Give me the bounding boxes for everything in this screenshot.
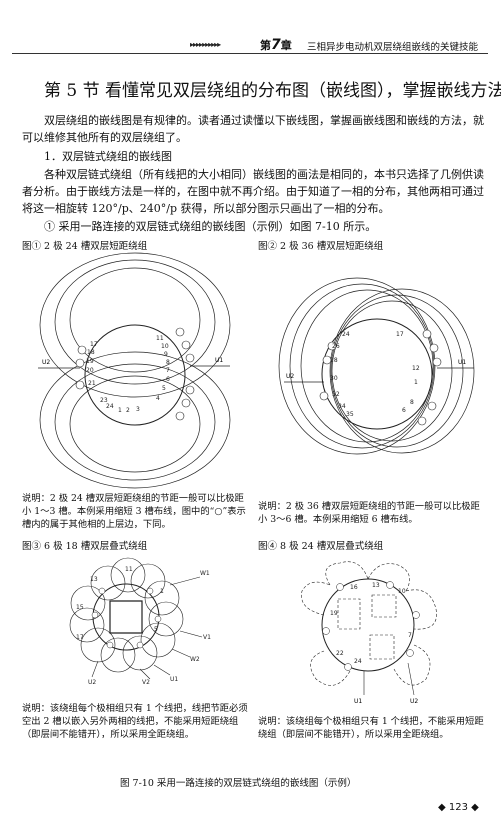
running-header-title: 三相异步电动机双层绕组嵌线的关键技能: [307, 42, 479, 53]
fig3-slot-label: 17: [76, 634, 84, 641]
fig1-slot-label: 5: [162, 385, 166, 392]
fig1-slot-label: 10: [161, 343, 169, 350]
fig2-slot-label: 34: [338, 403, 346, 410]
figure-2-label: 图② 2 极 36 槽双层短距绕组: [258, 241, 384, 252]
fig3-lead-label: U1: [170, 676, 178, 683]
chapter-number: 7: [271, 37, 281, 53]
fig3-slot-label: 5: [154, 626, 158, 633]
fig3-slot-label: 13: [90, 576, 98, 583]
fig1-slot-label: 19: [86, 358, 94, 365]
figure-1-note: 说明：2 极 24 槽双层短距绕组的节距一般可以比极距小 1～3 槽。本例采用缩…: [22, 493, 246, 530]
fig2-slot-label: 6: [402, 407, 406, 414]
header-arrows: ▸▸▸▸▸▸▸▸▸▸: [190, 40, 221, 49]
fig4-slot-label: 7: [408, 632, 412, 639]
fig4-slot-label: 13: [372, 582, 380, 589]
figure-4-label: 图④ 8 极 24 槽双层叠式绕组: [258, 541, 384, 552]
fig2-slot-label: 12: [412, 365, 420, 372]
fig4-slot-label: 19: [330, 610, 338, 617]
header-rule: [12, 53, 488, 54]
fig1-slot-label: 4: [156, 395, 160, 402]
figure-3-diagram: 11 13 15 17 1 5 W1 V1 W2 U1 U2 V2: [69, 557, 211, 686]
fig4-lead-u2: U2: [410, 698, 418, 705]
figure-caption: 图 7-10 采用一路连接的双层链式绕组的嵌线图（示例）: [120, 778, 357, 789]
fig3-lead-label: U2: [88, 679, 96, 686]
fig1-slot-label: 7: [166, 367, 170, 374]
fig1-slot-label: 11: [156, 335, 164, 342]
fig4-slot-label: 16: [350, 584, 358, 591]
fig1-slot-label: 2: [126, 407, 130, 414]
fig1-slot-label: 21: [88, 380, 96, 387]
subheading-chain-winding: 1．双层链式绕组的嵌线图: [44, 150, 172, 163]
fig4-slot-label: 24: [354, 658, 362, 665]
fig3-slot-label: 15: [76, 604, 84, 611]
page-number: ◆ 123 ◆: [438, 802, 479, 813]
fig2-slot-label: 30: [330, 375, 338, 382]
fig1-lead-u2: U2: [42, 359, 50, 366]
chapter-label: 第7章: [260, 37, 292, 53]
fig2-slot-label: 32: [332, 391, 340, 398]
figure-3-label: 图③ 6 极 18 槽双层叠式绕组: [22, 541, 148, 552]
fig1-slot-label: 24: [106, 403, 114, 410]
fig1-slot-label: 6: [166, 376, 170, 383]
chain-winding-paragraph: 各种双层链式绕组（所有线把的大小相同）嵌线图的画法是相同的，本书只选择了几例供读…: [22, 168, 484, 215]
fig2-slot-label: 8: [410, 399, 414, 406]
fig1-slot-label: 17: [90, 341, 98, 348]
figure-4-note: 说明：该绕组每个极相组只有 1 个线把，不能采用短距绕组（即层间不能错开），所以…: [258, 716, 484, 740]
fig1-slot-label: 23: [100, 397, 108, 404]
fig2-lead-u1: U1: [458, 359, 466, 366]
figure-3-note: 说明：该绕组每个极相组只有 1 个线把，线把节距必须空出 2 槽以嵌入另外两相的…: [22, 703, 248, 740]
fig1-slot-label: 20: [86, 367, 94, 374]
chapter-prefix: 第: [260, 39, 271, 52]
fig2-slot-label: 35: [346, 411, 354, 418]
fig3-lead-label: V1: [203, 634, 211, 641]
figure-2-note: 说明：2 极 36 槽双层短距绕组的节距一般可以比极距小 3～6 槽。本例采用缩…: [258, 501, 480, 525]
fig4-lead-u1: U1: [354, 698, 362, 705]
fig1-slot-label: 1: [118, 407, 122, 414]
fig3-slot-label: 1: [160, 588, 164, 595]
fig1-slot-label: 9: [164, 351, 168, 358]
section-title: 第 5 节 看懂常见双层绕组的分布图（嵌线图），掌握嵌线方法: [44, 81, 501, 101]
fig2-slot-label: 17: [396, 331, 404, 338]
fig3-lead-label: W2: [190, 656, 200, 663]
fig1-slot-label: 3: [136, 406, 140, 413]
figure-reference-paragraph: ① 采用一路连接的双层链式绕组的嵌线图（示例）如图 7-10 所示。: [44, 220, 377, 233]
fig2-slot-label: 1: [414, 379, 418, 386]
figure-1-diagram: 17 18 19 20 21 23 24 1 2 3 4 5 6 7 8 9 1…: [38, 252, 231, 489]
figure-1-label: 图① 2 极 24 槽双层短距绕组: [22, 241, 148, 252]
chapter-suffix: 章: [280, 39, 292, 52]
fig2-slot-label: 24: [342, 331, 350, 338]
fig1-lead-u1: U1: [215, 357, 223, 364]
fig4-slot-label: 10: [398, 588, 406, 595]
fig3-lead-label: W1: [200, 570, 210, 577]
fig3-lead-label: V2: [142, 679, 150, 686]
figure-4-diagram: 16 13 10 19 7 22 24 U1 U2: [301, 561, 437, 705]
figure-2-diagram: 24 26 28 30 32 34 35 17 12 1 8 6 U1 U2: [278, 277, 475, 455]
fig2-slot-label: 26: [332, 343, 340, 350]
fig2-slot-label: 28: [330, 357, 338, 364]
fig4-slot-label: 22: [336, 650, 344, 657]
intro-paragraph: 双层绕组的嵌线图是有规律的。读者通过读懂以下嵌线图，掌握画嵌线图和嵌线的方法，就…: [22, 114, 484, 144]
fig1-slot-label: 18: [87, 349, 95, 356]
fig2-lead-u2: U2: [286, 373, 294, 380]
fig3-slot-label: 11: [125, 566, 133, 573]
fig1-slot-label: 8: [166, 359, 170, 366]
